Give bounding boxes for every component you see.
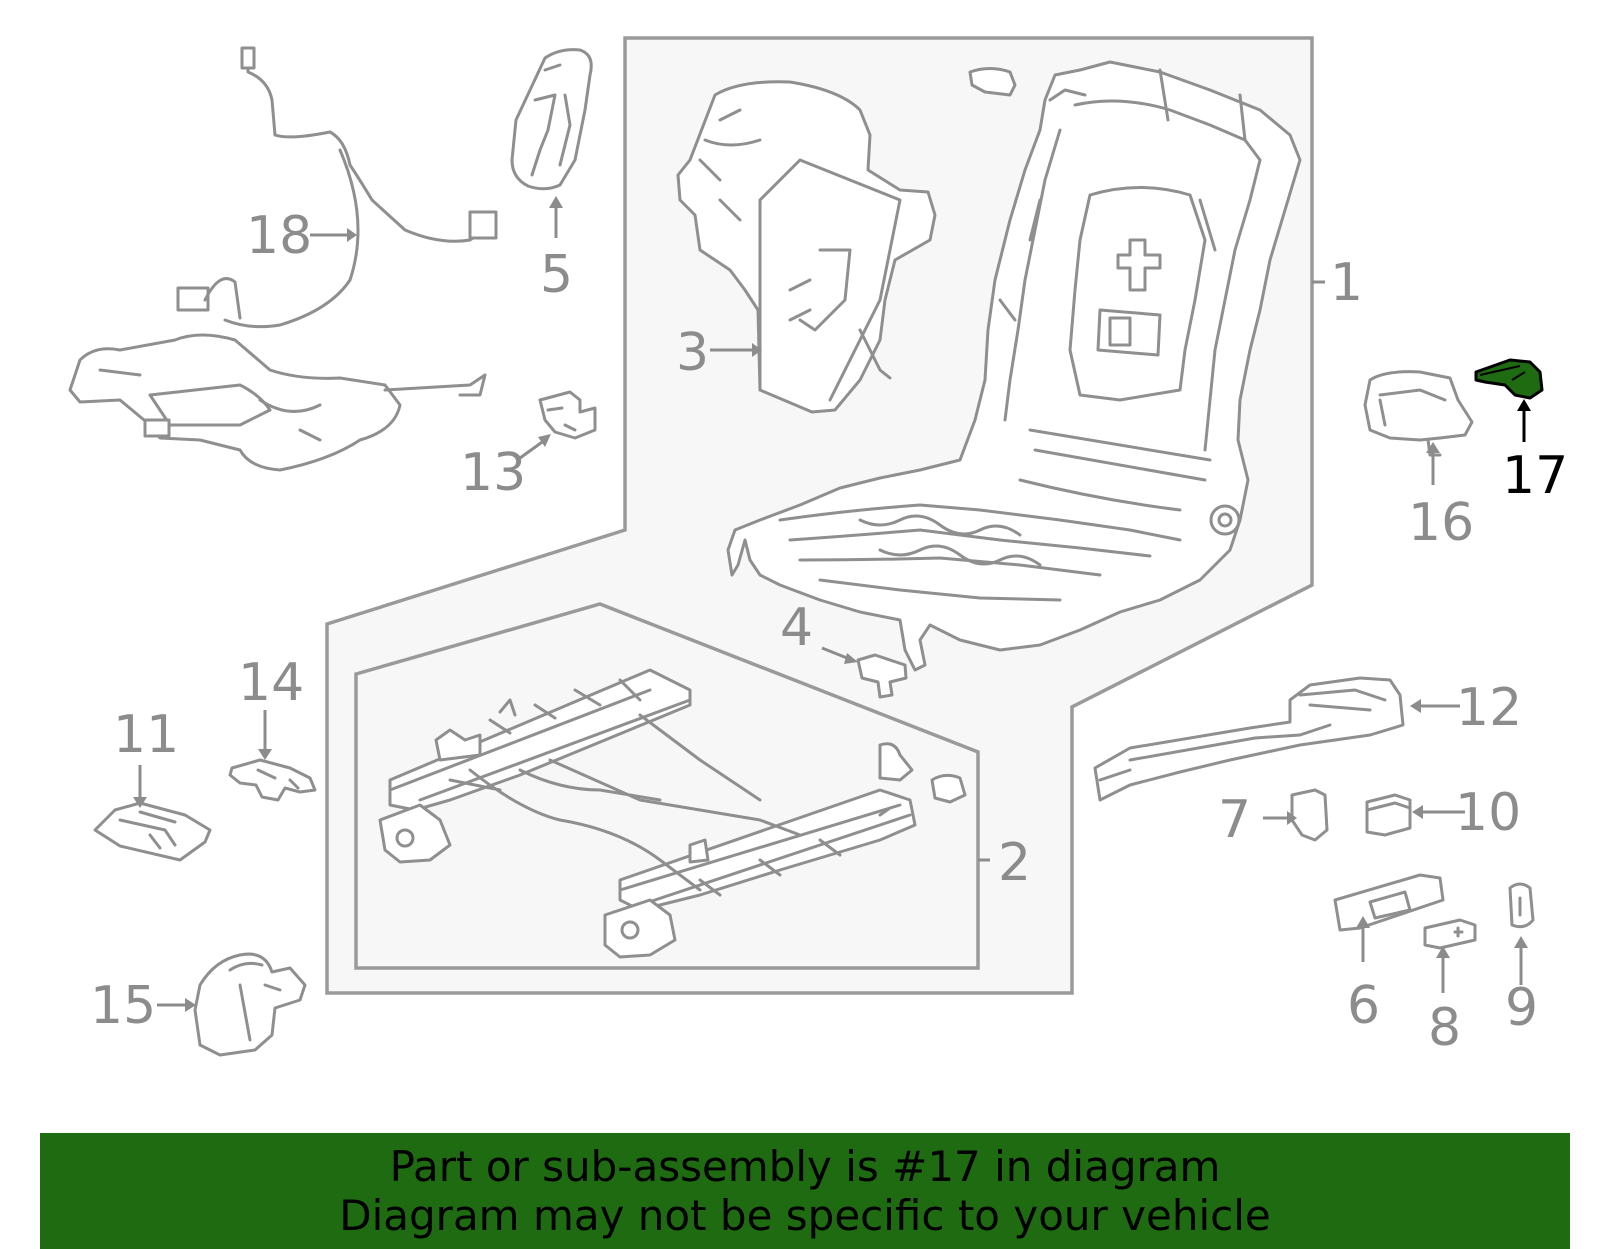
banner-line-2: Diagram may not be specific to your vehi… bbox=[339, 1191, 1271, 1240]
callout-11: 11 bbox=[113, 705, 179, 765]
info-banner: Part or sub-assembly is #17 in diagram D… bbox=[40, 1133, 1570, 1249]
callout-8: 8 bbox=[1428, 998, 1461, 1058]
leader-arrows bbox=[133, 196, 1531, 1012]
part-4-clip[interactable] bbox=[856, 653, 908, 699]
callout-5: 5 bbox=[540, 245, 573, 305]
part-3-seat-back-panel[interactable] bbox=[676, 80, 937, 414]
callout-15: 15 bbox=[90, 976, 156, 1036]
part-12-trim-rail[interactable] bbox=[1093, 676, 1405, 802]
part-18-wire-harness[interactable] bbox=[68, 46, 498, 472]
callout-18: 18 bbox=[246, 206, 312, 266]
callout-10: 10 bbox=[1455, 783, 1521, 843]
part-1-seat-frame[interactable] bbox=[726, 60, 1302, 672]
part-7-knob[interactable] bbox=[1290, 788, 1329, 842]
part-5-side-cover[interactable] bbox=[510, 48, 593, 191]
part-8-switch-knob[interactable] bbox=[1423, 918, 1477, 950]
part-17-cover-highlighted[interactable] bbox=[1474, 358, 1544, 400]
part-13-bracket[interactable] bbox=[538, 390, 597, 440]
part-16-cover[interactable] bbox=[1363, 370, 1474, 457]
part-9-switch-knob[interactable] bbox=[1508, 882, 1535, 929]
callout-17-highlighted: 17 bbox=[1502, 446, 1568, 506]
part-14-bracket[interactable] bbox=[228, 758, 317, 802]
callout-14: 14 bbox=[238, 653, 304, 713]
callout-16: 16 bbox=[1408, 493, 1474, 553]
callout-4: 4 bbox=[780, 598, 813, 658]
callout-1: 1 bbox=[1330, 253, 1363, 313]
callout-6: 6 bbox=[1347, 976, 1380, 1036]
part-15-cover[interactable] bbox=[193, 952, 307, 1057]
part-6-switch-bezel[interactable] bbox=[1333, 873, 1445, 932]
part-10-knob[interactable] bbox=[1365, 793, 1412, 837]
part-2-seat-track[interactable] bbox=[378, 668, 967, 959]
callout-9: 9 bbox=[1505, 978, 1538, 1038]
callout-2: 2 bbox=[998, 833, 1031, 893]
callout-3: 3 bbox=[676, 323, 709, 383]
part-11-plate[interactable] bbox=[93, 801, 212, 862]
banner-line-1: Part or sub-assembly is #17 in diagram bbox=[389, 1142, 1221, 1191]
callout-13: 13 bbox=[460, 443, 526, 503]
callout-12: 12 bbox=[1456, 678, 1522, 738]
callout-7: 7 bbox=[1218, 790, 1251, 850]
